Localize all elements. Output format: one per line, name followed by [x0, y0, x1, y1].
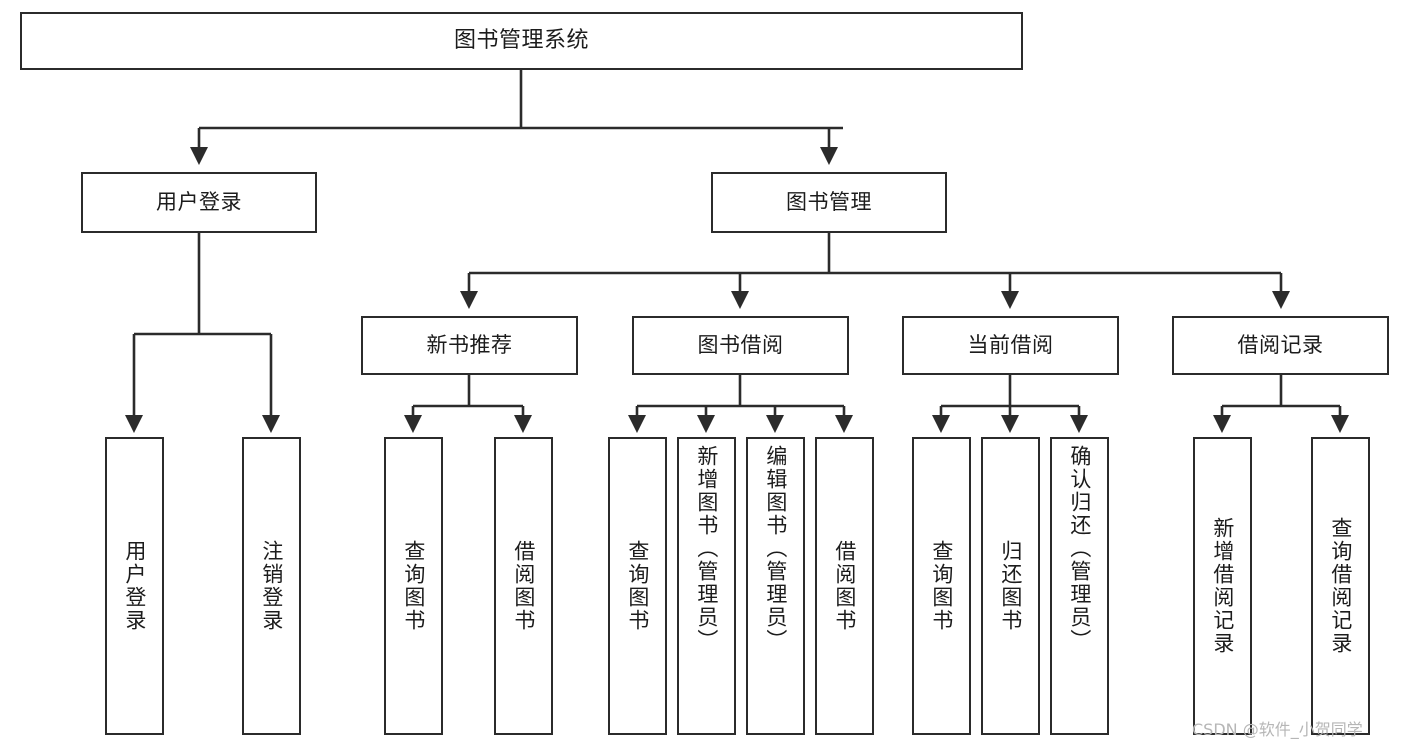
leaf-borrow-book[interactable]: 借阅图书	[815, 437, 874, 735]
leaf-edit-book-admin[interactable]: 编辑图书（管理员）	[746, 437, 805, 735]
leaf-confirm-return-admin[interactable]: 确认归还（管理员）	[1050, 437, 1109, 735]
leaf-add-book-admin[interactable]: 新增图书（管理员）	[677, 437, 736, 735]
leaf-query-borrow-record[interactable]: 查询借阅记录	[1311, 437, 1370, 735]
leaf-label: 查询图书	[401, 540, 426, 632]
node-current-borrowing[interactable]: 当前借阅	[902, 316, 1119, 375]
node-label: 图书管理	[786, 190, 872, 215]
leaf-user-login[interactable]: 用户登录	[105, 437, 164, 735]
node-label: 借阅记录	[1237, 333, 1324, 358]
node-label: 图书借阅	[697, 333, 784, 358]
leaf-label: 用户登录	[122, 540, 147, 632]
leaf-query-book-current[interactable]: 查询图书	[912, 437, 971, 735]
leaf-label: 查询图书	[625, 540, 650, 632]
leaf-query-book-borrow[interactable]: 查询图书	[608, 437, 667, 735]
leaf-label: 借阅图书	[832, 540, 857, 632]
node-label: 当前借阅	[967, 333, 1054, 358]
node-root-book-management-system[interactable]: 图书管理系统	[20, 12, 1023, 70]
leaf-label: 查询借阅记录	[1328, 517, 1353, 655]
leaf-label: 编辑图书（管理员）	[763, 445, 788, 652]
leaf-label: 查询图书	[929, 540, 954, 632]
node-label: 用户登录	[156, 190, 242, 215]
node-label: 新书推荐	[426, 333, 513, 358]
leaf-add-borrow-record[interactable]: 新增借阅记录	[1193, 437, 1252, 735]
leaf-label: 确认归还（管理员）	[1067, 445, 1092, 652]
node-book-management[interactable]: 图书管理	[711, 172, 947, 233]
watermark-csdn-author: CSDN @软件_小贺同学	[1192, 720, 1363, 739]
node-label: 图书管理系统	[453, 28, 589, 54]
leaf-borrow-book-recommend[interactable]: 借阅图书	[494, 437, 553, 735]
node-user-login[interactable]: 用户登录	[81, 172, 317, 233]
node-book-borrowing[interactable]: 图书借阅	[632, 316, 849, 375]
leaf-logout[interactable]: 注销登录	[242, 437, 301, 735]
leaf-label: 借阅图书	[511, 540, 536, 632]
leaf-label: 注销登录	[259, 540, 284, 632]
node-borrowing-records[interactable]: 借阅记录	[1172, 316, 1389, 375]
leaf-label: 新增借阅记录	[1210, 517, 1235, 655]
leaf-label: 归还图书	[998, 540, 1023, 632]
leaf-label: 新增图书（管理员）	[694, 445, 719, 652]
leaf-return-book[interactable]: 归还图书	[981, 437, 1040, 735]
leaf-query-book-recommend[interactable]: 查询图书	[384, 437, 443, 735]
node-new-book-recommendation[interactable]: 新书推荐	[361, 316, 578, 375]
